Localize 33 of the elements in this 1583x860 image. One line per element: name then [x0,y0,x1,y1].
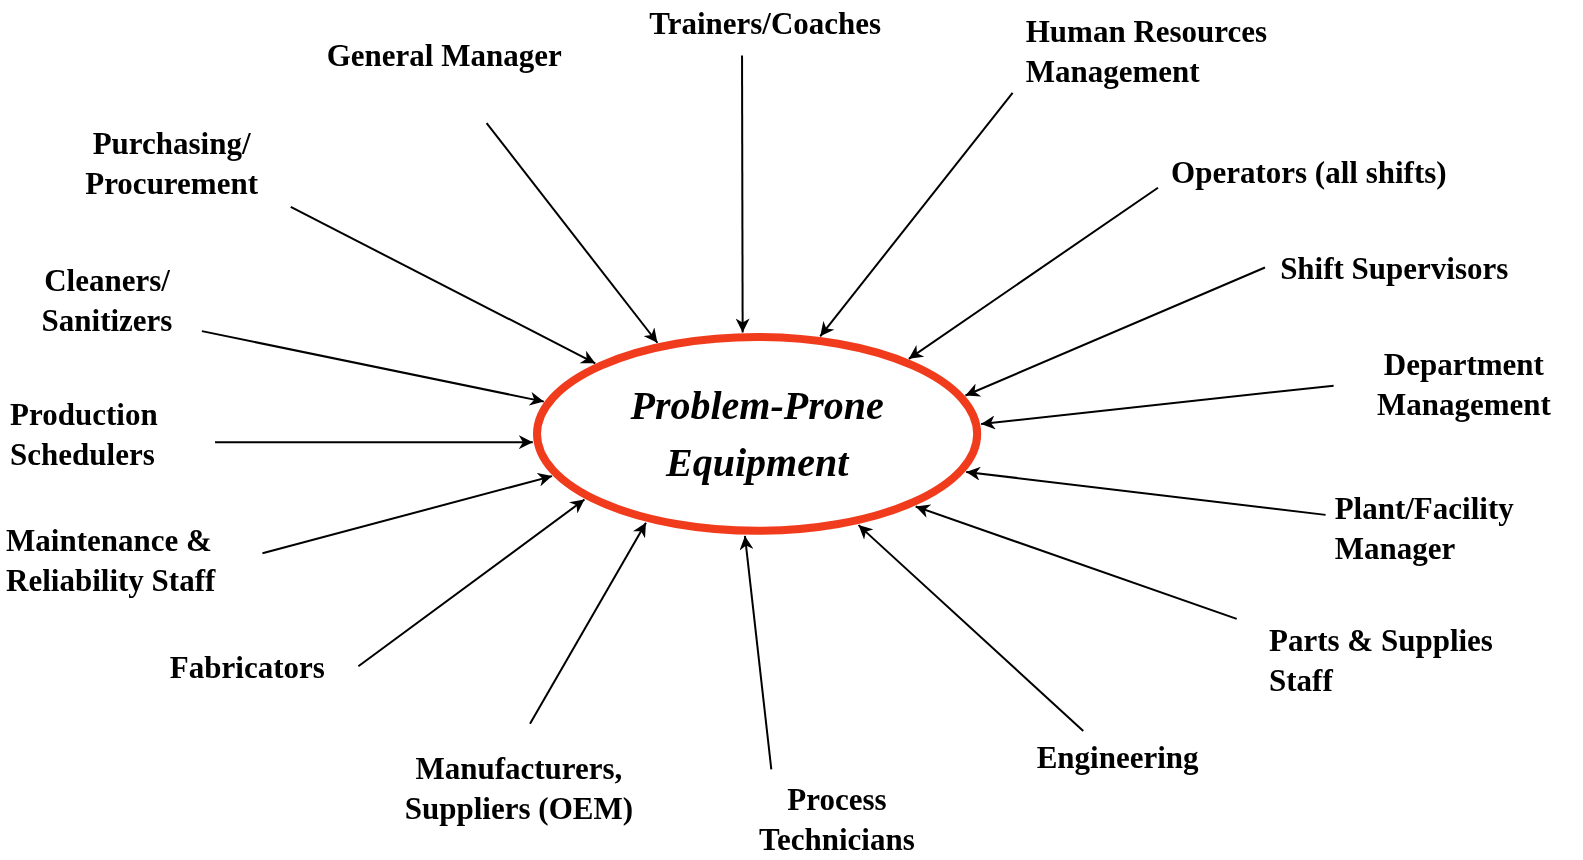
arrow [980,384,1335,430]
arrow [261,472,554,555]
arrow [485,122,659,344]
arrow [289,205,597,365]
stakeholder-label: Trainers/Coaches [617,4,913,45]
arrow [964,266,1266,397]
arrow [739,534,773,771]
arrow [200,330,545,406]
stakeholder-label: Production Schedulers [10,394,204,475]
stakeholder-label: Maintenance & Reliability Staff [6,521,271,602]
arrow [965,466,1327,516]
stakeholder-label: Purchasing/ Procurement [59,124,284,205]
arrow [857,524,1085,732]
stakeholder-label: Parts & Supplies Staff [1269,621,1554,702]
arrow [819,91,1014,338]
stakeholder-label: General Manager [296,35,592,76]
arrow [357,498,586,668]
arrow [907,186,1159,360]
stakeholder-label: Manufacturers, Suppliers (OEM) [371,749,667,830]
ellipse-label: Problem-Prone Equipment [629,382,885,488]
stakeholder-label: Department Management [1352,345,1575,426]
stakeholder-label: Engineering [1013,738,1222,779]
arrow [529,521,647,725]
stakeholder-label: Operators (all shifts) [1171,152,1515,193]
arrow [214,435,534,450]
stakeholder-label: Human Resources Management [1025,12,1329,93]
stakeholder-label: Cleaners/ Sanitizers [20,260,194,341]
stakeholder-label: Shift Supervisors [1280,248,1568,289]
stakeholder-label: Process Technicians [734,779,939,860]
arrow [735,54,750,334]
stakeholder-label: Plant/Facility Manager [1334,488,1563,569]
arrow [914,504,1238,620]
stakeholder-label: Fabricators [147,648,348,689]
